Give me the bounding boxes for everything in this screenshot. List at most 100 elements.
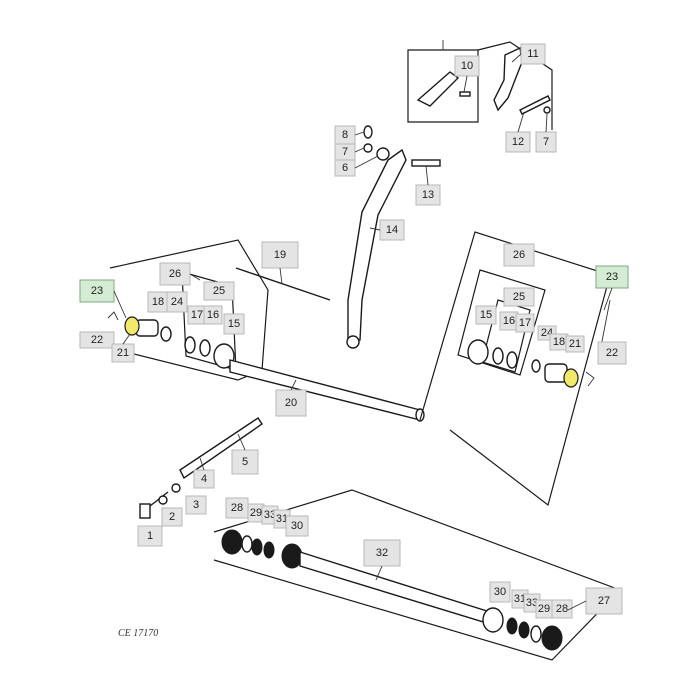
callout-28-right[interactable]: 28 bbox=[551, 599, 573, 619]
leader-lines bbox=[113, 53, 613, 611]
part-21-left-bushing bbox=[124, 316, 140, 336]
part-14-lever bbox=[347, 148, 407, 343]
callout-25-left[interactable]: 25 bbox=[203, 281, 235, 301]
callout-7-top[interactable]: 7 bbox=[535, 131, 557, 153]
part-31-left bbox=[263, 541, 275, 559]
callout-8[interactable]: 8 bbox=[334, 125, 356, 145]
lever-end-knob bbox=[346, 335, 360, 349]
callout-15-right[interactable]: 15 bbox=[475, 305, 497, 325]
svg-text:13: 13 bbox=[422, 189, 434, 201]
callout-19[interactable]: 19 bbox=[261, 241, 299, 269]
svg-text:26: 26 bbox=[169, 268, 181, 280]
part-15-left bbox=[213, 343, 235, 369]
callout-5[interactable]: 5 bbox=[231, 449, 259, 475]
part-13-bolt bbox=[411, 159, 441, 167]
callout-29-right[interactable]: 29 bbox=[535, 599, 553, 619]
svg-text:22: 22 bbox=[91, 334, 103, 346]
right-assembly-frame bbox=[419, 231, 611, 507]
callout-29-left[interactable]: 29 bbox=[247, 503, 265, 523]
callout-25-right[interactable]: 25 bbox=[503, 287, 535, 307]
svg-text:29: 29 bbox=[250, 507, 262, 519]
part-20-shaft bbox=[229, 359, 421, 421]
callout-32[interactable]: 32 bbox=[363, 539, 401, 567]
callout-3[interactable]: 3 bbox=[185, 495, 207, 515]
svg-text:16: 16 bbox=[503, 315, 515, 327]
part-8-spring bbox=[363, 125, 373, 139]
callout-6[interactable]: 6 bbox=[334, 159, 356, 177]
svg-text:32: 32 bbox=[376, 547, 388, 559]
callout-18-left[interactable]: 18 bbox=[147, 291, 169, 313]
shaft-20 bbox=[229, 359, 425, 422]
svg-text:30: 30 bbox=[494, 586, 506, 598]
callout-22-left[interactable]: 22 bbox=[79, 331, 115, 349]
part-3-washer bbox=[171, 483, 181, 493]
part-2-washer bbox=[158, 495, 168, 505]
callout-30-left[interactable]: 30 bbox=[285, 515, 309, 537]
lower-shaft-assembly bbox=[213, 489, 622, 661]
svg-text:17: 17 bbox=[191, 309, 203, 321]
callout-21-right[interactable]: 21 bbox=[565, 335, 585, 353]
callout-23-right[interactable]: 23 bbox=[595, 265, 629, 289]
callout-10[interactable]: 10 bbox=[454, 55, 480, 77]
right-assembly bbox=[419, 231, 611, 507]
lever-assembly bbox=[407, 40, 553, 130]
part-11-lever bbox=[493, 46, 523, 112]
part-5-pin bbox=[179, 417, 263, 480]
svg-text:33: 33 bbox=[526, 597, 538, 609]
callout-21-left[interactable]: 21 bbox=[111, 343, 135, 363]
svg-text:2: 2 bbox=[169, 511, 175, 523]
callout-12[interactable]: 12 bbox=[505, 131, 531, 153]
svg-text:11: 11 bbox=[527, 48, 538, 60]
part-16-right bbox=[492, 347, 504, 365]
part-7-pin-top bbox=[543, 106, 551, 114]
svg-text:21: 21 bbox=[117, 347, 129, 359]
callout-27[interactable]: 27 bbox=[585, 587, 623, 615]
svg-text:24: 24 bbox=[171, 296, 183, 308]
callout-17-right[interactable]: 17 bbox=[515, 313, 535, 333]
part-28-right bbox=[541, 625, 563, 651]
callout-24-right[interactable]: 24 bbox=[537, 325, 557, 341]
part-7-washer bbox=[363, 143, 373, 153]
part-28-left bbox=[221, 529, 243, 555]
callout-7-mid[interactable]: 7 bbox=[334, 143, 356, 161]
part-19-rod bbox=[235, 267, 331, 301]
callout-16-left[interactable]: 16 bbox=[203, 305, 223, 325]
callout-23-left[interactable]: 23 bbox=[79, 279, 115, 303]
callout-28-left[interactable]: 28 bbox=[225, 497, 249, 519]
callout-1[interactable]: 1 bbox=[137, 525, 163, 547]
svg-text:14: 14 bbox=[386, 224, 398, 236]
svg-text:23: 23 bbox=[606, 271, 618, 283]
callout-15-left[interactable]: 15 bbox=[223, 313, 245, 335]
svg-text:28: 28 bbox=[231, 502, 243, 514]
callout-20[interactable]: 20 bbox=[275, 389, 307, 417]
svg-text:7: 7 bbox=[342, 146, 348, 158]
callout-16-right[interactable]: 16 bbox=[499, 311, 519, 331]
part-33-left bbox=[251, 538, 263, 556]
callout-26-right[interactable]: 26 bbox=[503, 243, 535, 267]
callout-26-left[interactable]: 26 bbox=[159, 262, 191, 286]
svg-text:15: 15 bbox=[228, 318, 240, 330]
svg-text:6: 6 bbox=[342, 162, 348, 174]
svg-text:17: 17 bbox=[519, 317, 531, 329]
svg-text:23: 23 bbox=[91, 285, 103, 297]
part-22-left-clip bbox=[107, 311, 119, 321]
callout-14[interactable]: 14 bbox=[379, 219, 405, 241]
svg-text:31: 31 bbox=[514, 593, 526, 605]
callout-2[interactable]: 2 bbox=[161, 507, 183, 527]
callout-22-right[interactable]: 22 bbox=[597, 341, 627, 365]
callout-4[interactable]: 4 bbox=[193, 469, 215, 489]
callout-18-right[interactable]: 18 bbox=[549, 333, 569, 351]
callout-11[interactable]: 11 bbox=[520, 43, 546, 65]
svg-text:29: 29 bbox=[538, 603, 550, 615]
callout-17-left[interactable]: 17 bbox=[187, 305, 207, 325]
part-12-spring bbox=[519, 95, 551, 115]
right-bushing-box bbox=[481, 299, 531, 373]
part-29-right bbox=[530, 625, 542, 643]
callout-30-right[interactable]: 30 bbox=[489, 581, 511, 603]
svg-text:26: 26 bbox=[513, 249, 525, 261]
callout-24-left[interactable]: 24 bbox=[166, 291, 188, 313]
part-21-right-bushing bbox=[563, 368, 579, 388]
callout-13[interactable]: 13 bbox=[415, 184, 441, 206]
svg-text:27: 27 bbox=[598, 595, 610, 607]
